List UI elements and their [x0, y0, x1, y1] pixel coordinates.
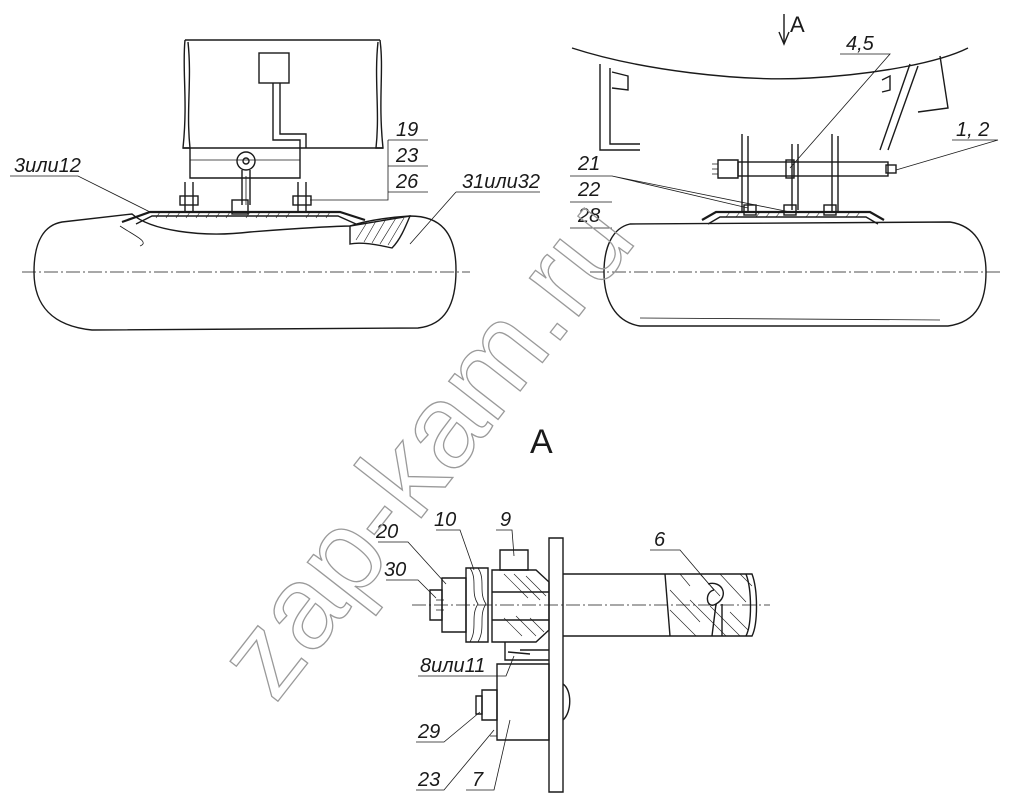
bolt-29 — [481, 689, 498, 721]
callout-6: 6 — [654, 529, 666, 551]
spring-pin-8 — [507, 651, 531, 655]
callout-9: 9 — [500, 509, 511, 531]
callout-31-32: 31или32 — [462, 171, 540, 193]
section-a-view: A — [412, 423, 770, 793]
pin-6 — [706, 582, 725, 606]
bolt-left — [179, 182, 199, 212]
callout-23-top: 23 — [395, 145, 418, 167]
callout-19: 19 — [396, 119, 418, 141]
callout-3-12: 3или12 — [14, 155, 81, 177]
callout-4-5: 4,5 — [846, 33, 875, 55]
right-strap-hatch — [725, 211, 861, 218]
callout-22: 22 — [577, 179, 600, 201]
callout-8-11: 8или11 — [420, 655, 485, 677]
view-arrow-label: A — [790, 12, 805, 37]
callout-30: 30 — [384, 559, 406, 581]
callout-21: 21 — [577, 153, 600, 175]
pivot-ring — [236, 151, 256, 171]
shaft — [737, 161, 889, 177]
callout-26: 26 — [395, 171, 419, 193]
left-side-view — [22, 39, 470, 331]
callout-29: 29 — [417, 721, 440, 743]
callouts: 3или12 19 23 26 31или32 4,5 1, 2 21 22 2… — [14, 33, 989, 791]
callout-28: 28 — [577, 205, 600, 227]
left-strap-hatch — [155, 211, 331, 219]
right-side-view: A — [571, 12, 1000, 327]
tank-body-right — [603, 221, 987, 327]
mount-plate — [548, 537, 564, 793]
tank-body-left — [33, 213, 457, 331]
callout-7: 7 — [472, 769, 484, 791]
callout-10: 10 — [434, 509, 456, 531]
callout-20: 20 — [375, 521, 398, 543]
callout-23-bottom: 23 — [417, 769, 440, 791]
section-label: A — [530, 423, 553, 461]
bolt-right — [292, 182, 312, 212]
frame-plate — [258, 52, 290, 84]
callout-1-2: 1, 2 — [956, 119, 989, 141]
leader-lines — [10, 53, 999, 791]
watermark: zap-kam.ru — [191, 175, 658, 721]
boss-7 — [496, 663, 550, 741]
bushing-9 — [491, 569, 550, 643]
